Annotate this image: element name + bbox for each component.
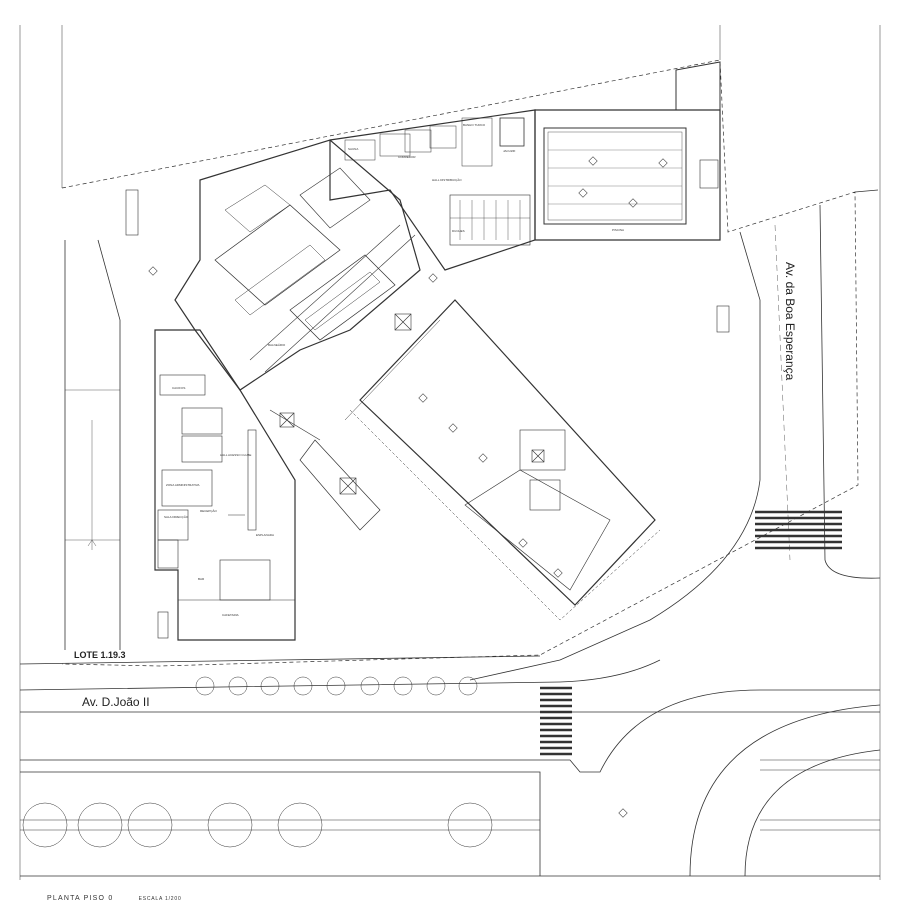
office-block — [154, 329, 296, 641]
room-label-jacuzzi: JACUZZI — [503, 149, 515, 153]
room-label-hall-acesso: HALL ACESSO CLUBE — [220, 453, 251, 457]
crosswalk-lower — [540, 686, 572, 756]
pool — [543, 127, 687, 225]
boulevard-trees — [22, 802, 493, 848]
sidewalk-trees — [195, 676, 478, 696]
room-label-recepcao: RECEPÇÃO — [200, 508, 218, 513]
site-boundary — [61, 59, 859, 667]
gym-wing — [174, 139, 421, 391]
room-label-bar: BAR — [198, 577, 205, 581]
street-label-boa-esperanca: Av. da Boa Esperança — [783, 262, 797, 381]
room-label-corredor: CORREDOR — [398, 155, 416, 159]
room-label-balneario: BALNEÁRIO — [268, 343, 286, 347]
left-road — [97, 239, 121, 650]
drawing-title-block: PLANTA PISO 0 ESCALA 1/200 — [47, 895, 182, 902]
drawing-title: PLANTA PISO 0 — [47, 895, 114, 902]
room-label-piscina: PISCINA — [612, 228, 624, 232]
room-label-esplanada: ESPLANADA — [256, 533, 274, 537]
main-hall — [359, 299, 656, 606]
room-label-banho-turco: BANHO TURCO — [463, 123, 486, 127]
stair-cores — [279, 313, 545, 495]
room-label-hall-distribuicao: HALL DISTRIBUIÇÃO — [432, 177, 462, 182]
street-label-d-joao-ii: Av. D.João II — [82, 695, 150, 709]
locker-block — [329, 109, 536, 271]
room-label-sala-direccao: SALA DIRECÇÃO — [164, 514, 189, 519]
drawing-scale: ESCALA 1/200 — [138, 896, 182, 902]
road-boa-esperanca — [469, 231, 761, 681]
road-d-joao-ii — [19, 659, 661, 691]
column-markers — [148, 156, 668, 818]
room-label-cacifos: CACIFOS — [172, 386, 185, 390]
lot-label: LOTE 1.19.3 — [74, 650, 126, 660]
crosswalk-right — [755, 510, 842, 550]
room-label-cafetaria: CAFETARIA — [222, 613, 239, 617]
room-label-sauna: SAUNA — [348, 147, 358, 151]
room-label-zona-administrativa: ZONA ADMINISTRATIVA — [166, 483, 200, 487]
room-label-duches: DUCHES — [452, 229, 465, 233]
